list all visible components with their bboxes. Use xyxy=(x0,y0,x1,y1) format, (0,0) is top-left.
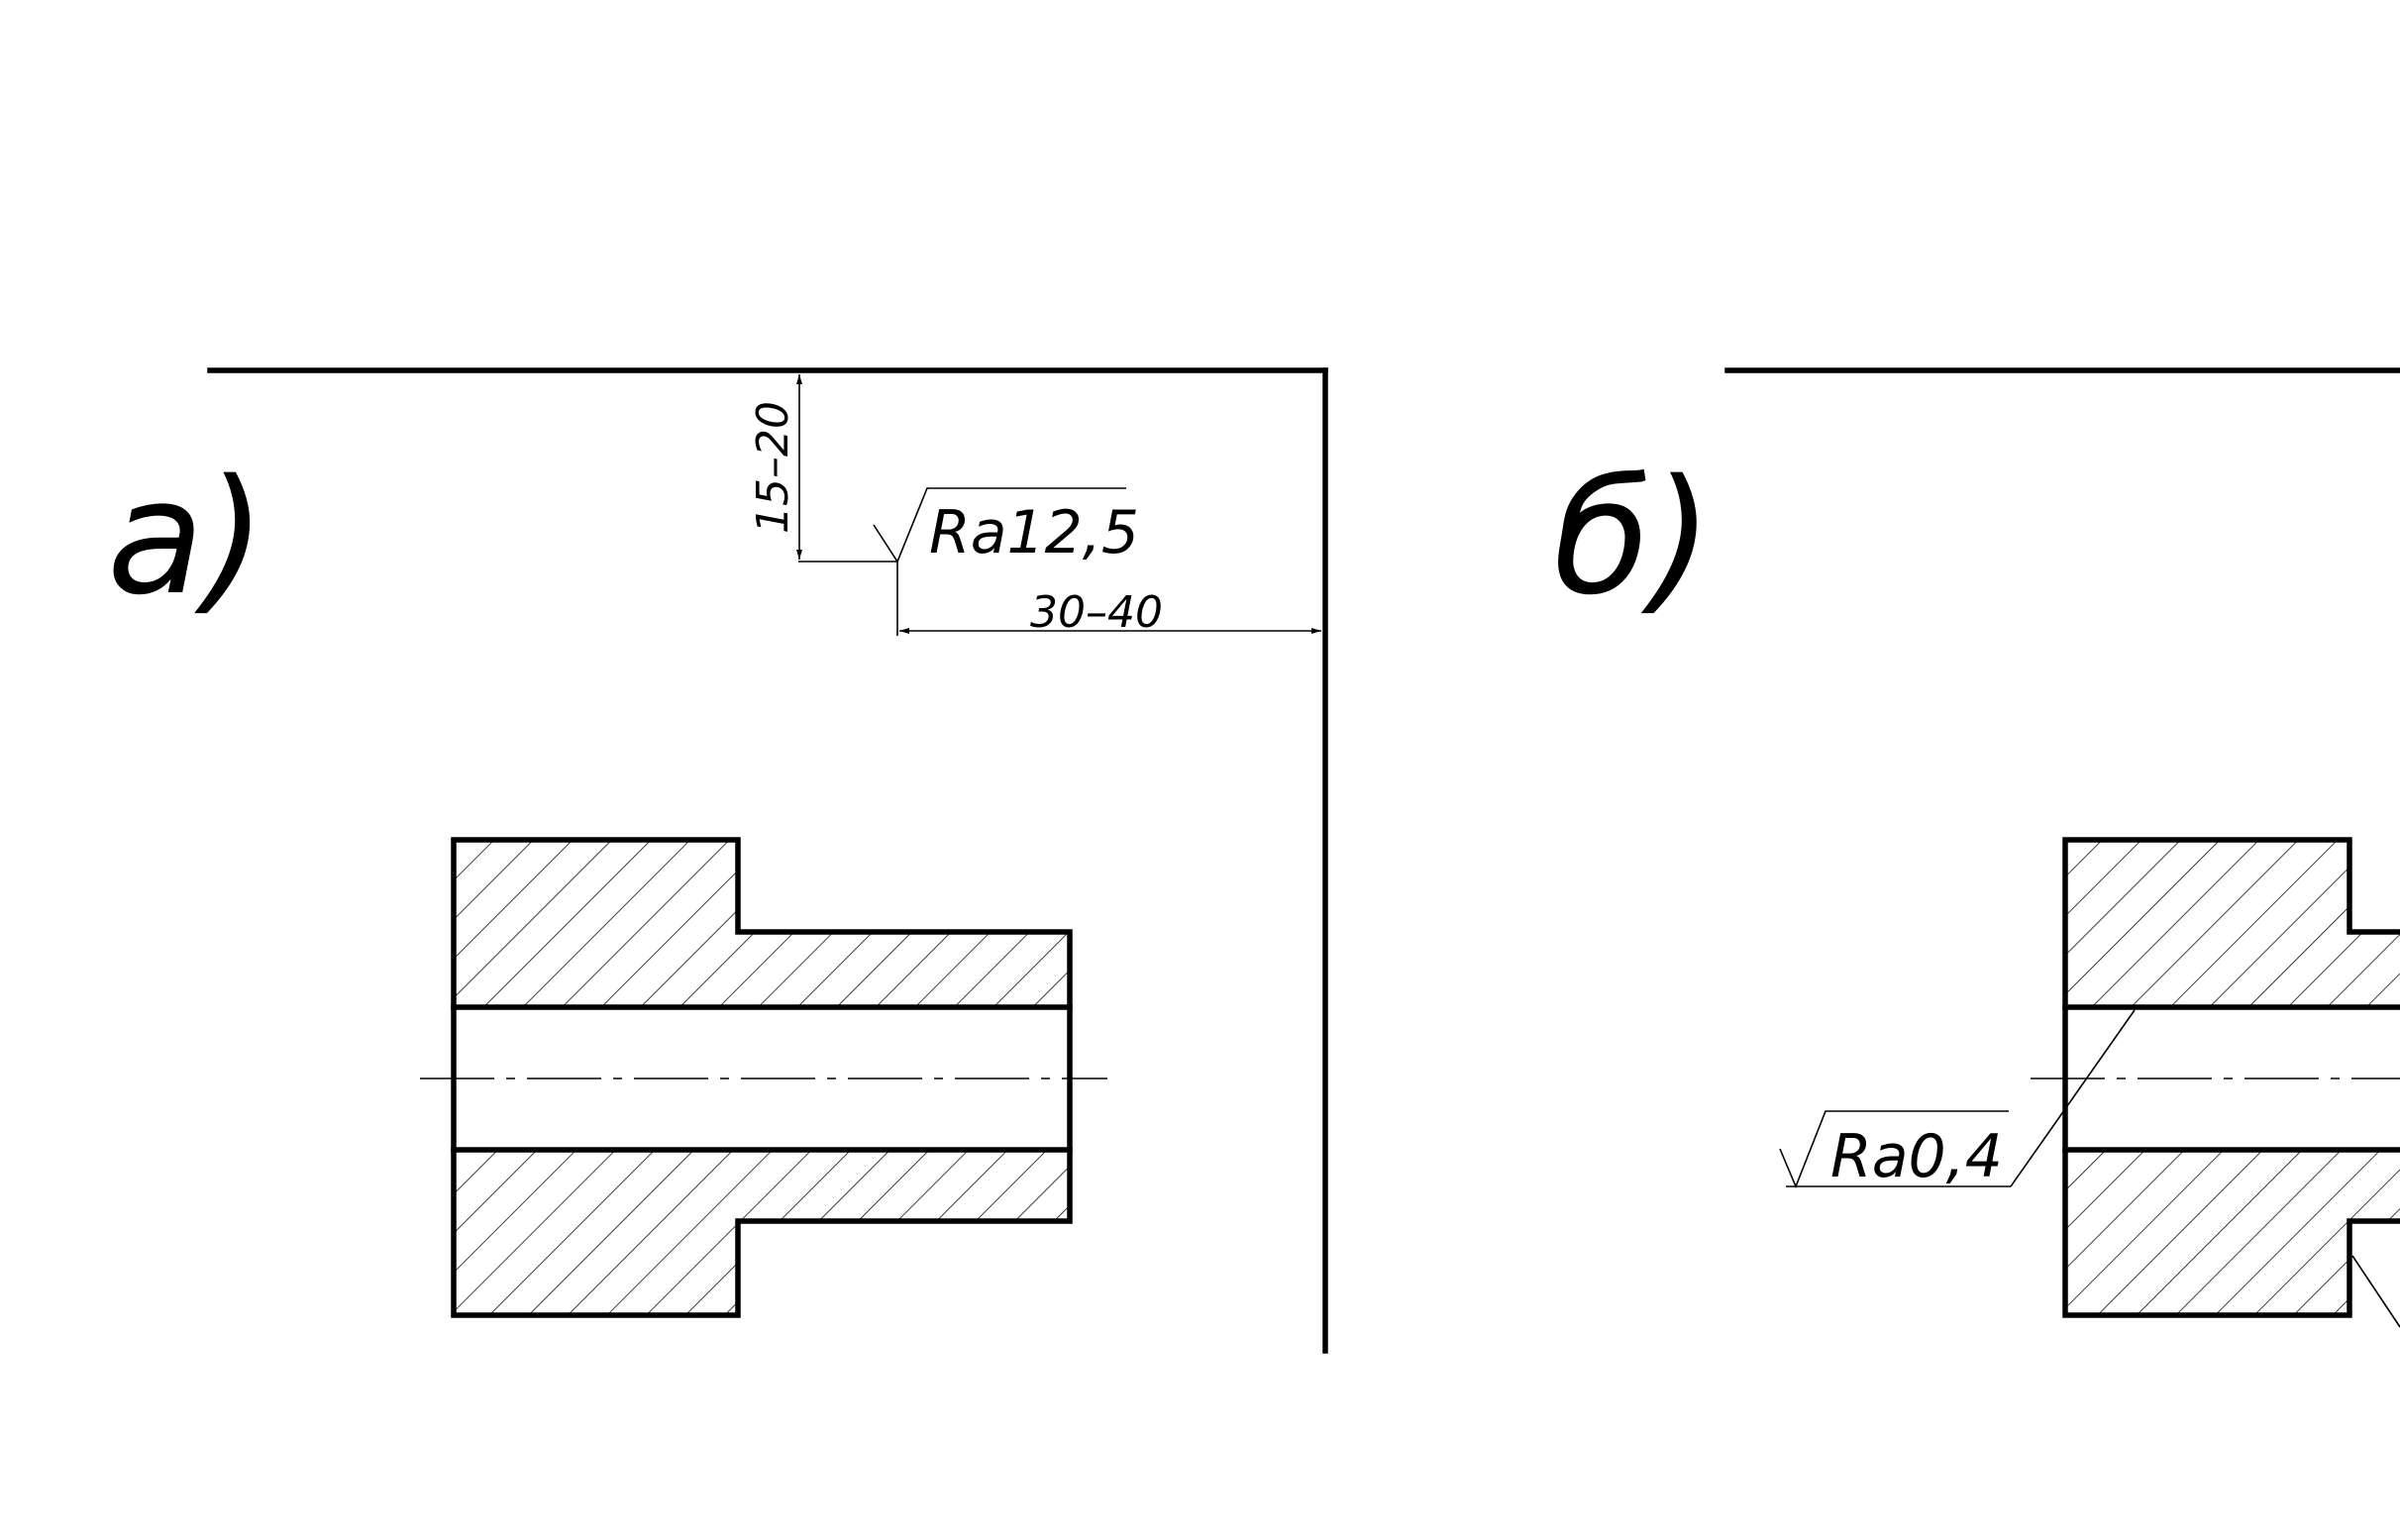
view-a-vertical-dimension: 15–20 xyxy=(748,374,897,563)
view-b-roughness-text: Ra0,4 xyxy=(1830,1122,2003,1191)
view-a-part-section xyxy=(420,837,1107,1318)
view-a-roughness-text: Ra12,5 xyxy=(929,498,1139,567)
view-a-horizontal-dimension: 30–40 xyxy=(896,562,1321,638)
view-a-dim-vertical-text: 15–20 xyxy=(748,401,798,534)
view-b-part-section xyxy=(2031,837,2400,1318)
view-a-dim-horizontal-text: 30–40 xyxy=(1030,587,1163,638)
view-a-roughness-sign: Ra12,5 xyxy=(873,487,1139,567)
view-b-leader-line xyxy=(2010,1009,2136,1187)
view-a: а) 15–20 Ra12,5 30–40 xyxy=(107,367,1328,1354)
view-b: б) Ra0,4 xyxy=(1553,367,2400,1328)
view-b-label: б) xyxy=(1553,445,1713,630)
view-b-roughness-sign: Ra0,4 xyxy=(1779,1009,2136,1191)
view-b-leader-line-2 xyxy=(2351,1255,2400,1328)
view-a-label: а) xyxy=(107,445,265,630)
